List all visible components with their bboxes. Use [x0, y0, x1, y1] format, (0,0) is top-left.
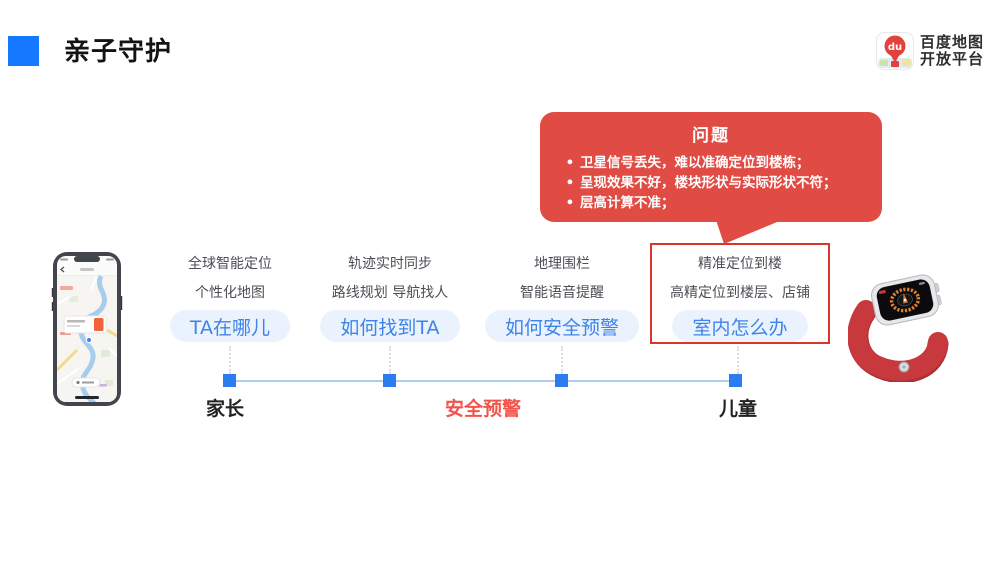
- bullet-dot: •: [565, 195, 575, 211]
- problem-bullet: • 呈现效果不好，楼块形状与实际形状不符；: [560, 173, 866, 193]
- problem-bullet: • 卫星信号丢失，难以准确定位到楼栋；: [560, 153, 866, 173]
- timeline-line: [230, 380, 735, 382]
- capability-text: 地理围栏: [534, 256, 590, 272]
- problem-title: 问题: [692, 126, 730, 146]
- brand-logo: du 百度地图 开放平台: [875, 32, 984, 70]
- capability-text: 高精定位到楼层、店铺: [670, 285, 810, 301]
- problem-callout: 问题 • 卫星信号丢失，难以准确定位到楼栋； • 呈现效果不好，楼块形状与实际形…: [540, 112, 882, 244]
- timeline-node: [383, 374, 396, 387]
- svg-text:du: du: [888, 42, 902, 53]
- capability-text: 精准定位到楼: [698, 256, 782, 272]
- phone-map-illustration: [51, 252, 123, 406]
- problem-bullet-text: 层高计算不准；: [580, 195, 675, 211]
- question-pill: 室内怎么办: [672, 310, 808, 342]
- dotted-connector: [561, 346, 563, 374]
- brand-name-line1: 百度地图: [919, 33, 984, 51]
- capability-text: 个性化地图: [195, 285, 265, 301]
- page-title: 亲子守护: [64, 37, 173, 67]
- timeline-label-alert: 安全预警: [444, 398, 522, 420]
- timeline-node: [223, 374, 236, 387]
- feature-column-indoor-highlighted: 精准定位到楼 高精定位到楼层、店铺 室内怎么办: [650, 243, 830, 344]
- timeline-node: [729, 374, 742, 387]
- feature-column-track: 轨迹实时同步 路线规划 导航找人 如何找到TA: [300, 243, 480, 344]
- feature-column-geofence: 地理围栏 智能语音提醒 如何安全预警: [472, 243, 652, 344]
- brand-name-line2: 开放平台: [919, 50, 984, 68]
- timeline-label-parent: 家长: [205, 398, 245, 420]
- problem-bullet-text: 呈现效果不好，楼块形状与实际形状不符；: [580, 175, 837, 191]
- problem-bullet: • 层高计算不准；: [560, 193, 866, 213]
- dotted-connector: [229, 346, 231, 374]
- question-pill: 如何找到TA: [320, 310, 460, 342]
- capability-text: 智能语音提醒: [520, 285, 604, 301]
- baidu-map-app-icon: du: [875, 32, 914, 70]
- capability-text: 轨迹实时同步: [348, 256, 432, 272]
- brand-name: 百度地图 开放平台: [920, 34, 984, 68]
- dotted-connector: [737, 346, 739, 374]
- timeline-node: [555, 374, 568, 387]
- capability-text: 全球智能定位: [188, 256, 272, 272]
- dotted-connector: [389, 346, 391, 374]
- bullet-dot: •: [565, 175, 575, 191]
- problem-bullet-text: 卫星信号丢失，难以准确定位到楼栋；: [580, 155, 810, 171]
- question-pill: 如何安全预警: [484, 310, 639, 342]
- question-pill: TA在哪儿: [169, 310, 291, 342]
- capability-text: 路线规划 导航找人: [331, 285, 449, 301]
- feature-column-locate: 全球智能定位 个性化地图 TA在哪儿: [140, 243, 320, 344]
- problem-bullet-list: • 卫星信号丢失，难以准确定位到楼栋； • 呈现效果不好，楼块形状与实际形状不符…: [560, 153, 866, 213]
- timeline-label-child: 儿童: [718, 398, 758, 420]
- watch-illustration: [848, 274, 949, 382]
- title-accent-square: [8, 36, 39, 66]
- callout-tail: [716, 220, 782, 244]
- bullet-dot: •: [565, 155, 575, 171]
